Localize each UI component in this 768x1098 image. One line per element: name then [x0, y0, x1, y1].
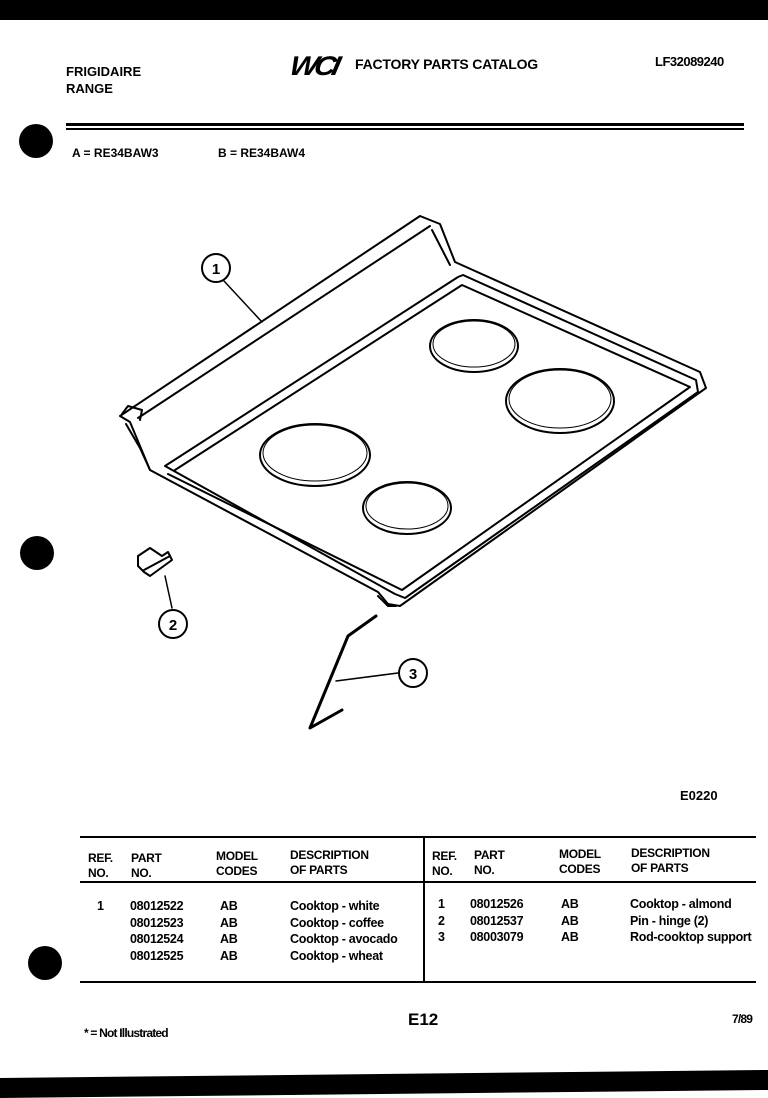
table-row: 1 08012526 AB Cooktop - almond [438, 897, 732, 911]
binder-hole-bottom [28, 946, 62, 980]
table-bottom-rule [80, 981, 756, 983]
brand-block: FRIGIDAIRE RANGE [66, 63, 141, 97]
page-code: E12 [408, 1010, 439, 1029]
hinge-pin-part-2 [137, 547, 173, 577]
not-illustrated-footnote: * = Not Illustrated [84, 1026, 169, 1040]
table-top-rule [80, 836, 756, 838]
parts-list-left: 1 08012522 AB Cooktop - white 08012523 A… [97, 898, 417, 964]
table-column-divider [423, 836, 425, 982]
header-description: DESCRIPTION OF PARTS [290, 848, 369, 877]
wci-logo: WCI [286, 51, 340, 82]
svg-text:1: 1 [212, 261, 220, 278]
parts-list-right: 1 08012526 AB Cooktop - almond 2 0801253… [438, 896, 763, 946]
scan-top-border [0, 0, 768, 20]
table-row: 08012523 AB Cooktop - coffee [130, 915, 384, 930]
table-row: 08012524 AB Cooktop - avocado [130, 932, 398, 946]
table-row: 3 08003079 AB Rod-cooktop support [438, 930, 752, 944]
revision-date: 7/89 [732, 1012, 753, 1026]
binder-hole-middle [20, 536, 54, 570]
header-rule-secondary [66, 128, 744, 130]
callout-1: 1 [201, 253, 263, 323]
table-row: 2 08012537 AB Pin - hinge (2) [438, 913, 709, 928]
model-a-label: A = RE34BAW3 [72, 146, 159, 160]
table-header-rule [80, 881, 756, 883]
callout-2: 2 [158, 575, 188, 639]
binder-hole-top [19, 124, 53, 158]
catalog-title: FACTORY PARTS CATALOG [355, 56, 538, 72]
header-ref-no-right: REF. NO. [432, 849, 457, 878]
header-ref-no: REF. NO. [88, 851, 113, 880]
svg-text:3: 3 [409, 666, 417, 683]
callout-3: 3 [335, 658, 428, 688]
model-b-label: B = RE34BAW4 [218, 146, 306, 160]
scan-bottom-border [0, 1069, 768, 1098]
table-row: 1 08012522 AB Cooktop - white [97, 899, 380, 913]
header-description-right: DESCRIPTION OF PARTS [631, 846, 710, 875]
brand-name: FRIGIDAIRE [66, 64, 142, 79]
catalog-number: LF32089240 [655, 54, 724, 69]
header-model-codes-right: MODEL CODES [559, 847, 601, 876]
cooktop-part-1 [119, 215, 707, 607]
svg-text:2: 2 [169, 617, 177, 634]
diagram-code: E0220 [680, 788, 718, 803]
product-type: RANGE [66, 81, 113, 96]
header-part-no: PART NO. [131, 851, 162, 880]
support-rod-part-3 [308, 614, 378, 730]
cooktop-exploded-diagram: 1 2 3 [119, 215, 707, 730]
header-part-no-right: PART NO. [474, 848, 505, 877]
header-model-codes: MODEL CODES [216, 849, 258, 878]
table-row: 08012525 AB Cooktop - wheat [130, 948, 383, 963]
header-rule [66, 123, 744, 126]
